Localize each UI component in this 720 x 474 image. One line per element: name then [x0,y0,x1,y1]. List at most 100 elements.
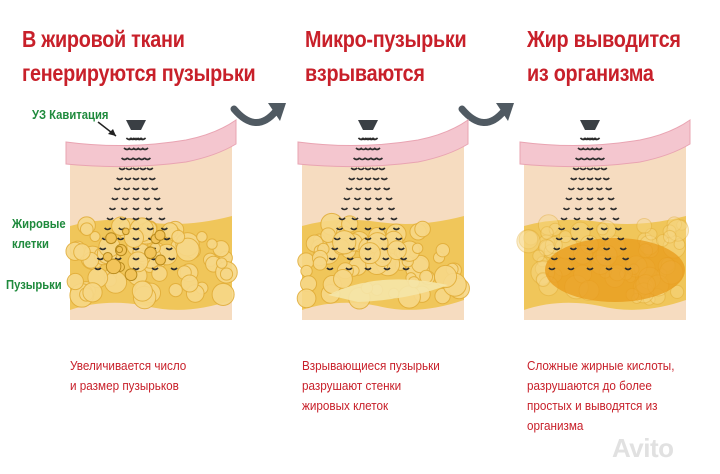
fat-cell [82,282,103,303]
title-line: Жир выводится [527,26,681,52]
fat-cell [540,226,554,240]
wave-mark [395,237,403,241]
fat-cell [180,274,199,293]
wave-mark [379,237,387,241]
wave-mark [374,197,383,201]
wave-mark [574,207,582,211]
fat-cell [435,242,451,258]
wave-mark [400,257,408,261]
wave-mark [614,227,622,231]
bubble [105,258,122,275]
fat-cell [131,280,153,302]
wave-mark [328,257,336,261]
wave-mark [361,137,369,141]
wave-mark [356,177,364,181]
wave-mark [125,167,133,171]
wave-mark [392,227,400,231]
fat-cell [666,219,690,242]
wave-mark [622,257,630,261]
wave-mark [94,267,102,271]
wave-mark [129,137,137,141]
fat-cell [518,229,539,250]
wave-mark [548,267,556,271]
wave-mark [135,137,143,141]
wave-mark [347,247,355,251]
wave-mark [117,237,125,241]
wave-mark [595,187,603,191]
wave-mark [586,247,594,251]
wave-mark [104,227,112,231]
bubble [154,254,166,266]
wave-mark [108,207,117,211]
wave-mark [350,227,358,231]
wave-mark [565,197,573,201]
tissue-diagram-2 [296,119,470,320]
fat-cell [151,265,168,282]
fat-cell [104,270,128,294]
wave-mark [113,187,121,191]
fat-cells-label-line: Жировые [12,217,66,231]
fat-cell [296,288,317,309]
wave-mark [357,137,365,141]
wave-mark [364,177,372,181]
wave-mark [343,197,351,201]
wave-mark [118,167,126,171]
wave-mark [558,227,566,231]
wave-mark [331,247,339,251]
fat-cell [175,237,200,262]
fat-cell [196,231,208,243]
bubble [115,245,124,254]
fat-cell [636,217,653,234]
ultrasound-probe-icon [358,120,378,130]
fat-cell [523,230,539,246]
wave-mark [371,167,379,171]
wave-mark [602,177,610,181]
wave-mark [364,267,372,271]
wave-mark [378,227,386,231]
wave-mark [151,187,159,191]
wave-mark [373,147,381,151]
wave-mark [132,257,140,261]
bubble [144,246,157,260]
wave-mark [593,167,601,171]
wave-mark [572,227,580,231]
bubble [122,227,130,236]
skin-layer [65,119,237,168]
caption-line: Сложные жирные кислоты, [527,358,675,373]
wave-mark [146,227,154,231]
wave-mark [586,257,594,261]
wave-mark [125,137,133,141]
wave-mark [595,147,603,151]
wave-mark [155,207,164,211]
wave-mark [364,187,372,191]
wave-mark [153,197,161,201]
wave-mark [333,237,341,241]
wave-mark [141,147,149,151]
wave-mark [382,257,390,261]
wave-mark [598,207,606,211]
wave-mark [132,227,140,231]
fat-cell [666,216,683,232]
bubble [102,251,113,262]
wave-mark [603,247,611,251]
wave-mark [604,257,612,261]
wave-mark [364,217,372,221]
fat-cell [644,227,658,241]
fat-cell [211,282,235,306]
wave-mark [145,217,153,221]
caption-line: простых и выводятся из [527,398,658,413]
wave-mark [355,187,363,191]
wave-mark [148,177,156,181]
wave-mark [612,217,620,221]
wave-mark [586,177,594,181]
wave-mark [390,217,398,221]
wave-mark [567,267,575,271]
wave-mark [364,237,372,241]
panel-1-caption: Увеличивается число и размер пузырьков [70,356,186,396]
wave-mark [586,167,594,171]
wave-mark [338,217,346,221]
wave-mark [106,217,114,221]
title-line: генерируются пузырьки [22,60,256,86]
fat-cell [219,267,234,281]
ultrasound-waves [326,137,410,271]
